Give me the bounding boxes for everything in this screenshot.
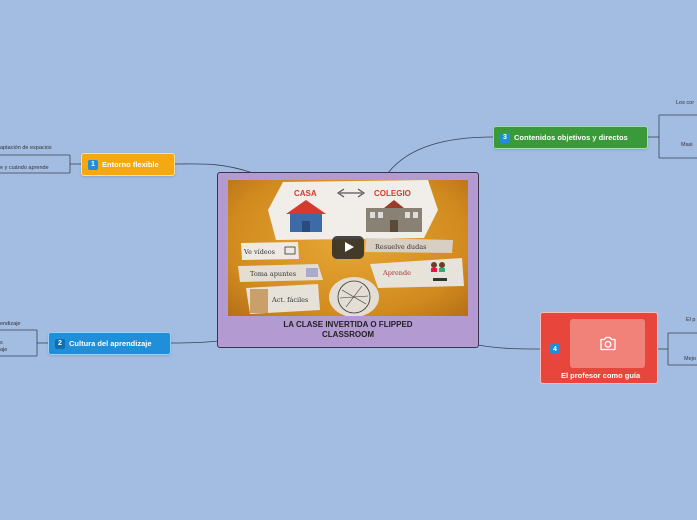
subtopic-text[interactable]: e y cuándo aprende (0, 165, 49, 172)
camera-icon (599, 336, 617, 351)
resuelve-dudas-label: Resuelve dudas (375, 243, 427, 251)
topic-cultura-del-aprendizaje[interactable]: 2 Cultura del aprendizaje (48, 332, 171, 355)
aprende-label: Aprende (382, 269, 411, 277)
network-diagram-icon (329, 277, 379, 316)
subtopic-text[interactable]: El p (686, 317, 695, 324)
subtopic-text[interactable]: s (0, 340, 3, 347)
toma-apuntes-label: Toma apuntes (250, 270, 296, 278)
topic-label: Entorno flexible (102, 160, 159, 169)
subtopic-text[interactable]: Los cor (676, 100, 694, 107)
central-title-line: LA CLASE INVERTIDA O FLIPPED (218, 320, 478, 330)
subtopic-text[interactable]: aptación de espacios (0, 145, 52, 152)
topic-entorno-flexible[interactable]: 1 Entorno flexible (81, 153, 175, 176)
subtopic-text[interactable]: endizaje (0, 321, 21, 328)
topic-profesor-como-guia[interactable]: 4 El profesor como guía (540, 312, 658, 384)
topic-number-badge: 4 (550, 344, 560, 354)
ve-videos-label: Ve vídeos (243, 248, 275, 256)
subtopic-text[interactable]: Masi (681, 142, 693, 149)
topic-label: Cultura del aprendizaje (69, 339, 152, 348)
central-topic[interactable]: CASA COLEGIO (217, 172, 479, 348)
topic-number-badge: 1 (88, 160, 98, 170)
topic-number-badge: 2 (55, 339, 65, 349)
topic-label: Contenidos objetivos y directos (514, 133, 628, 142)
colegio-label: COLEGIO (374, 189, 411, 198)
clipboard-icon (250, 289, 268, 313)
topic-label: El profesor como guía (561, 371, 640, 380)
subtopic-text[interactable]: Mejo (684, 356, 696, 363)
play-icon[interactable] (332, 236, 364, 259)
act-faciles-label: Act. fáciles (271, 296, 308, 304)
topic-contenidos-objetivos[interactable]: 3 Contenidos objetivos y directos (493, 126, 648, 149)
central-title-line: CLASSROOM (218, 330, 478, 340)
image-placeholder[interactable] (570, 319, 645, 368)
notes-icon (306, 268, 318, 277)
topic-number-badge: 3 (500, 133, 510, 143)
flipped-classroom-video-thumbnail[interactable]: CASA COLEGIO (228, 180, 468, 316)
subtopic-text[interactable]: aje (0, 347, 7, 354)
casa-label: CASA (294, 189, 317, 198)
central-topic-title: LA CLASE INVERTIDA O FLIPPED CLASSROOM (218, 320, 478, 340)
